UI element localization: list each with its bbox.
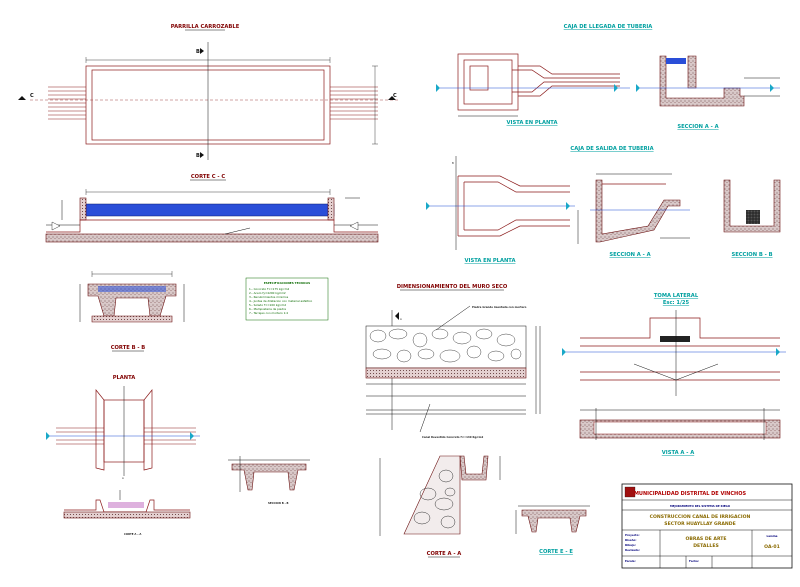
tb-entity: MUNICIPALIDAD DISTRITAL DE VINCHOS	[634, 491, 747, 497]
tb-subtitle: MEJORAMIENTO DEL SISTEMA DE RIEGO	[670, 504, 731, 508]
title-vista-planta-2: VISTA EN PLANTA	[465, 258, 516, 264]
tb-sheet-label: Lamina	[767, 534, 778, 538]
title-vista-planta-1: VISTA EN PLANTA	[507, 120, 558, 126]
title-planta: PARRILLA CARROZABLE	[171, 24, 240, 30]
marker-a-small: A	[122, 476, 124, 480]
tb-label-2: Dibujo:	[625, 543, 636, 547]
corte-ee: CORTE E - E	[515, 505, 590, 555]
muro-seco: DIMENSIONAMIENTO DEL MURO SECO A Piedra …	[365, 284, 541, 439]
tb-label-3: Revisado:	[625, 548, 640, 552]
tb-sheet-code: OA-01	[764, 544, 780, 550]
label-relleno: Canal Revestido Concreto f'c=140 Kg/cm2	[422, 435, 484, 439]
toma-lateral: TOMA LATERAL Esc: 1/25 VISTA A - A	[562, 293, 786, 456]
title-seccion-b: SECCION B - B	[731, 252, 772, 258]
title-seccion-small: CORTE A - A	[124, 532, 141, 536]
title-vista-aa: VISTA A - A	[662, 450, 694, 456]
marker-b-salida: B	[452, 161, 454, 165]
logo-seal	[624, 486, 636, 498]
marker-c-left: C	[30, 93, 34, 99]
especificaciones-box: ESPECIFICACIONES TECNICAS 1.- Concreto f…	[245, 277, 329, 321]
corte-cc: CORTE C - C	[45, 174, 379, 243]
tb-sheet-title-1: OBRAS DE ARTE	[685, 536, 726, 542]
tb-label-5: Fecha:	[689, 559, 699, 563]
title-block: MUNICIPALIDAD DISTRITAL DE VINCHOS MEJOR…	[621, 483, 793, 569]
tb-label-0: Proyecto:	[625, 533, 640, 537]
especificaciones-title: ESPECIFICACIONES TECNICAS	[264, 281, 310, 285]
title-seccion-aa: SECCION A - A	[677, 124, 718, 130]
title-corte-mid: SECCION B - B	[268, 501, 289, 505]
spec-line-2: 3.- Recubrimientos minimos	[249, 295, 289, 299]
planta-parrilla: PARRILLA CARROZABLE B B C C	[18, 24, 400, 160]
spec-line-1: 2.- Acero fy=4200 kg/cm2	[249, 291, 286, 295]
marker-b-bottom: B	[196, 153, 200, 159]
marker-b-top: B	[196, 49, 200, 55]
tb-label-4: Escala:	[625, 559, 636, 563]
corte-aa-muro: CORTE A - A	[379, 455, 501, 558]
planta-small: PLANTA A	[46, 375, 200, 480]
caja-llegada: CAJA DE LLEGADA DE TUBERIA VISTA EN PLAN…	[436, 24, 780, 130]
title-muro-seco: DIMENSIONAMIENTO DEL MURO SECO	[397, 284, 508, 290]
title-corte-bb: CORTE B - B	[111, 345, 146, 351]
spec-line-3: 4.- Juntas de dilatacion con material as…	[249, 299, 313, 303]
marker-a-muro: A	[400, 317, 402, 321]
spec-line-6: 7.- Tarrajeo con mortero 1:4	[249, 311, 288, 315]
toma-escala: Esc: 1/25	[663, 300, 690, 306]
spec-line-5: 6.- Mamposteria de piedra	[249, 307, 286, 311]
spec-line-0: 1.- Concreto f'c=175 kg/cm2	[249, 287, 290, 291]
caja-salida: CAJA DE SALIDA DE TUBERIA B VISTA EN PLA…	[426, 146, 781, 264]
spec-line-4: 5.- Solado f'c=100 kg/cm2	[249, 303, 286, 307]
title-planta-small: PLANTA	[113, 375, 136, 381]
corte-mid-small: SECCION B - B	[228, 456, 310, 505]
tb-project-2: SECTOR HUAYLLAY GRANDE	[664, 521, 735, 527]
label-piedra: Piedra Grande Asentada con mortero	[472, 305, 527, 309]
title-corte-ee: CORTE E - E	[539, 549, 573, 555]
tb-label-1: Diseño:	[625, 538, 636, 542]
marker-c-right: C	[393, 93, 397, 99]
title-toma-lateral: TOMA LATERAL	[654, 293, 699, 299]
tb-sheet-title-2: DETALLES	[693, 543, 719, 549]
title-caja-salida: CAJA DE SALIDA DE TUBERIA	[570, 146, 653, 152]
seccion-small: CORTE A - A	[63, 490, 191, 536]
title-corte-cc: CORTE C - C	[191, 174, 225, 180]
corte-bb: CORTE B - B	[79, 271, 185, 352]
title-seccion-a: SECCION A - A	[609, 252, 650, 258]
title-corte-aa: CORTE A - A	[427, 551, 462, 557]
title-caja-llegada: CAJA DE LLEGADA DE TUBERIA	[564, 24, 653, 30]
tb-project-1: CONSTRUCCION CANAL DE IRRIGACION	[650, 514, 751, 520]
